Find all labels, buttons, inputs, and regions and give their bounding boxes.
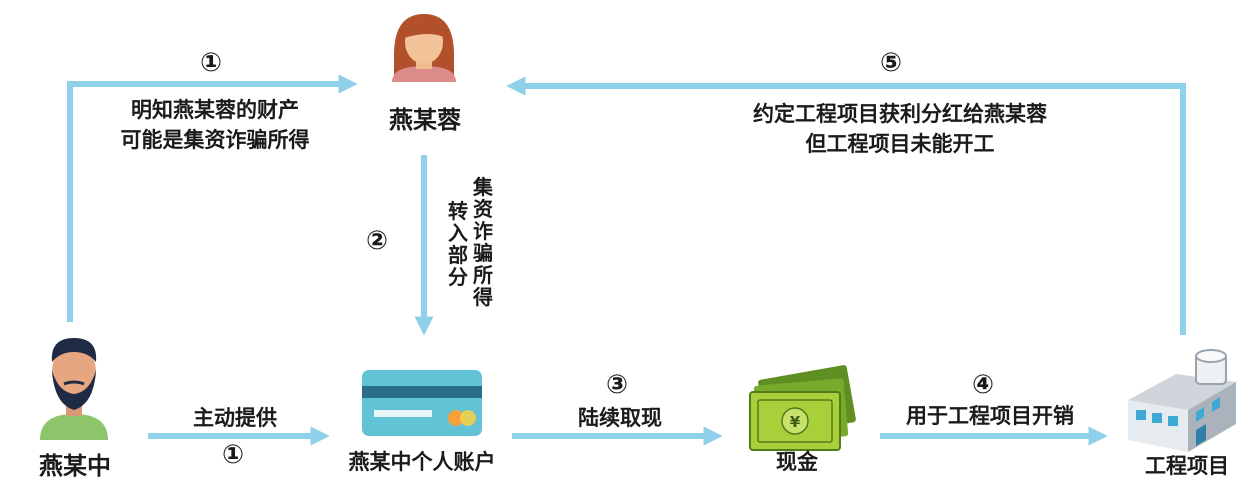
edge-2-label-col1: 转入部分 (448, 199, 468, 289)
edge-3-label: 陆续取现 (578, 406, 662, 430)
node-label-account: 燕某中个人账户 (348, 450, 496, 474)
node-label-project: 工程项目 (1145, 454, 1229, 478)
node-label-yan-mou-rong: 燕某蓉 (389, 106, 461, 134)
edge-5-number: ⑤ (880, 48, 903, 78)
edge-1-bottom-number: ① (222, 440, 245, 470)
svg-text:¥: ¥ (790, 413, 801, 431)
node-label-cash: 现金 (776, 450, 818, 474)
bank-card-icon (362, 370, 482, 436)
bearded-man-avatar-icon (40, 338, 108, 440)
edge-4-label: 用于工程项目开销 (906, 404, 1074, 428)
factory-building-icon (1128, 349, 1236, 452)
arrow-zhong-to-rong (67, 74, 358, 322)
edge-5-line1: 约定工程项目获利分红给燕某蓉 (753, 102, 1047, 126)
woman-avatar-icon (392, 14, 456, 82)
edge-1-top-line1: 明知燕某蓉的财产 (131, 98, 299, 122)
banknotes-icon: ¥ (749, 365, 856, 451)
edge-5-line2: 但工程项目未能开工 (805, 132, 995, 156)
edge-1-top-number: ① (200, 48, 223, 78)
arrow-project-to-rong (506, 76, 1186, 335)
node-label-yan-mou-zhong: 燕某中 (39, 452, 111, 480)
edge-2-label-col2: 集资诈骗所得 (473, 175, 493, 309)
edge-4-number: ④ (972, 370, 995, 400)
edge-1-bottom-label: 主动提供 (193, 406, 277, 430)
edge-1-top-line2: 可能是集资诈骗所得 (120, 128, 310, 152)
edge-3-number: ③ (606, 370, 629, 400)
edge-2-number: ② (366, 226, 389, 256)
